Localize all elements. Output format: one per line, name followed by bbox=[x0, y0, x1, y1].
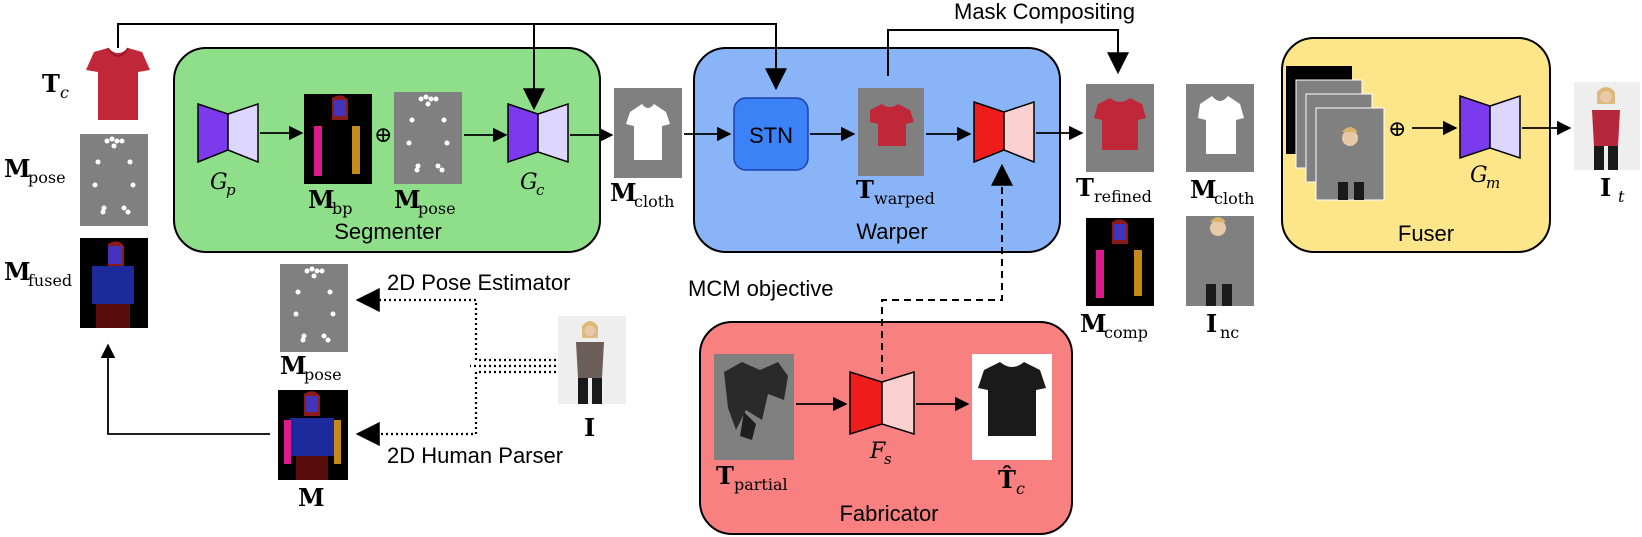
mcloth-right-label-base: M bbox=[1190, 175, 1217, 204]
trefined-label-sub: refined bbox=[1094, 187, 1152, 206]
i-thumbnail bbox=[558, 316, 626, 404]
mfused-thumbnail bbox=[80, 238, 148, 328]
m-label: M bbox=[298, 483, 325, 512]
trefined-thumbnail bbox=[1086, 84, 1154, 172]
gm-label-base: G bbox=[1470, 163, 1488, 188]
fabricator-label: Fabricator bbox=[839, 501, 938, 526]
gc-generator bbox=[507, 102, 569, 164]
mpose-bottom-label-base: M bbox=[280, 351, 307, 380]
mcm-objective-label: MCM objective bbox=[688, 276, 833, 301]
mfused-label-sub: fused bbox=[28, 271, 72, 290]
mcloth-label-base: M bbox=[610, 178, 637, 207]
mbp-thumbnail bbox=[304, 94, 372, 184]
tc-top-route bbox=[117, 23, 787, 91]
mcomp-label-sub: comp bbox=[1104, 323, 1148, 342]
mcm-dashed-route bbox=[881, 163, 1013, 374]
tpartial-label-sub: partial bbox=[734, 475, 788, 494]
mpose-segmenter-thumbnail bbox=[394, 92, 462, 184]
mbp-label-sub: bp bbox=[332, 199, 352, 218]
mpose-left-label-base: M bbox=[4, 154, 31, 183]
refiner-network bbox=[973, 100, 1035, 164]
gc-label-sub: c bbox=[536, 181, 545, 199]
twarped-label-sub: warped bbox=[874, 189, 935, 208]
stn-label: STN bbox=[749, 123, 793, 148]
mcloth-label-sub: cloth bbox=[634, 192, 674, 211]
mpose-left-label-sub: pose bbox=[28, 168, 66, 187]
human-parser-label: 2D Human Parser bbox=[387, 443, 563, 468]
mpose-segmenter-label-base: M bbox=[394, 185, 421, 214]
oplus-segmenter: ⊕ bbox=[374, 123, 392, 148]
pose-estimator-label: 2D Pose Estimator bbox=[387, 270, 570, 295]
oplus-fuser: ⊕ bbox=[1388, 117, 1406, 142]
that-label-sub: c bbox=[1016, 479, 1025, 498]
it-thumbnail bbox=[1574, 82, 1640, 170]
fs-network bbox=[849, 370, 915, 436]
mfused-label-base: M bbox=[4, 257, 31, 286]
mcloth-right-label-sub: cloth bbox=[1214, 189, 1254, 208]
stn-block bbox=[733, 97, 809, 171]
m-to-mfused-arrow bbox=[100, 343, 270, 435]
i-label: I bbox=[584, 413, 595, 442]
segmenter-label: Segmenter bbox=[334, 219, 442, 244]
tpartial-label-base: T bbox=[716, 461, 734, 490]
mcloth-right-thumbnail bbox=[1186, 84, 1254, 172]
mbp-label-base: M bbox=[308, 185, 335, 214]
fuser-input-stack bbox=[1286, 66, 1385, 201]
tc-thumbnail bbox=[86, 47, 150, 120]
mask-compositing-label: Mask Compositing bbox=[954, 0, 1135, 24]
it-label-sub: t bbox=[1618, 187, 1625, 206]
tc-label-base: T bbox=[42, 69, 60, 98]
inc-thumbnail bbox=[1186, 216, 1254, 306]
tc-label-sub: c bbox=[60, 83, 69, 102]
mpose-segmenter-label-sub: pose bbox=[418, 199, 456, 218]
gp-generator bbox=[197, 102, 259, 164]
tpartial-thumbnail bbox=[714, 354, 794, 460]
inc-label-base: I bbox=[1206, 309, 1217, 338]
mpose-bottom-thumbnail bbox=[280, 264, 348, 352]
mpose-bottom-label-sub: pose bbox=[304, 365, 342, 384]
fs-label-sub: s bbox=[884, 450, 892, 468]
gm-generator bbox=[1459, 94, 1521, 160]
inc-label-sub: nc bbox=[1220, 323, 1239, 342]
m-thumbnail bbox=[278, 390, 348, 480]
fuser-label: Fuser bbox=[1398, 221, 1454, 246]
it-label-base: I bbox=[1600, 173, 1611, 202]
twarped-thumbnail bbox=[858, 88, 924, 176]
mask-compositing-route bbox=[887, 29, 1129, 76]
that-thumbnail bbox=[972, 354, 1052, 460]
i-to-mpose-dotted bbox=[355, 287, 556, 362]
mpose-left-thumbnail bbox=[80, 134, 148, 226]
gp-label-base: G bbox=[210, 170, 228, 195]
fs-label-base: F bbox=[869, 439, 886, 464]
gp-label-sub: p bbox=[226, 181, 236, 199]
i-to-m-dotted bbox=[355, 370, 556, 447]
warper-label: Warper bbox=[856, 219, 927, 244]
segmenter-box bbox=[173, 47, 601, 253]
mcomp-thumbnail bbox=[1086, 218, 1154, 306]
that-label-base: T̂ bbox=[998, 465, 1016, 494]
gm-label-sub: m bbox=[1486, 174, 1500, 192]
trefined-label-base: T bbox=[1076, 173, 1094, 202]
twarped-label-base: T bbox=[856, 175, 874, 204]
mcloth-thumbnail bbox=[614, 88, 682, 178]
gc-label-base: G bbox=[520, 170, 538, 195]
mcomp-label-base: M bbox=[1080, 309, 1107, 338]
